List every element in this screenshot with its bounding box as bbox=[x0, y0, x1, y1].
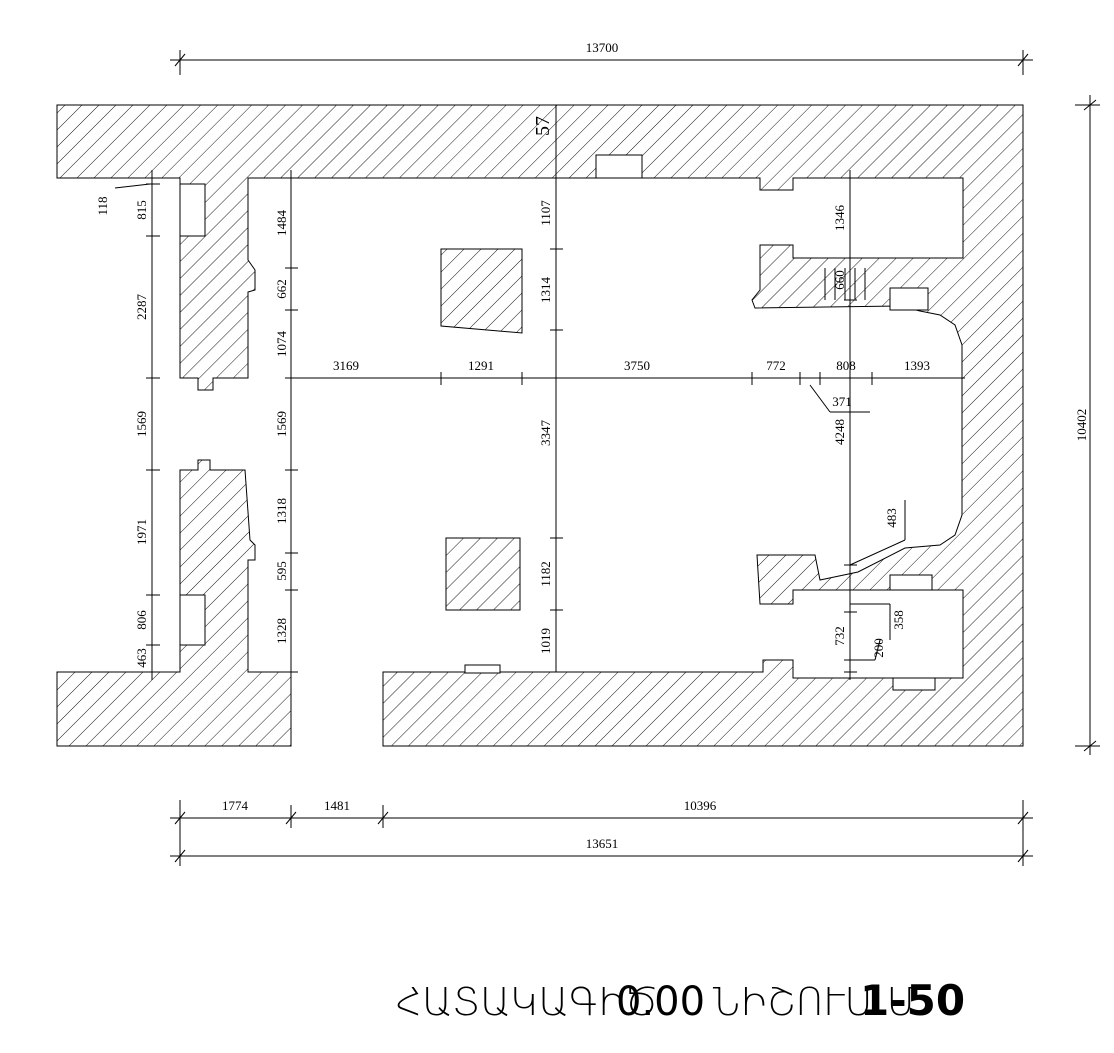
dim-inner-1074: 1074 bbox=[274, 331, 289, 358]
dim-overall-right: 10402 bbox=[1074, 409, 1089, 442]
dim-overall-top: 13700 bbox=[586, 40, 619, 55]
dim-left-815: 815 bbox=[134, 200, 149, 220]
dimension-lines bbox=[114, 50, 1100, 866]
dim-center-1019: 1019 bbox=[538, 628, 553, 654]
title-armenian: ՀԱՏԱԿԱԳԻԾ bbox=[396, 980, 657, 1024]
dim-inner-662: 662 bbox=[274, 279, 289, 299]
dim-bottom-3: 10396 bbox=[684, 798, 717, 813]
dim-right-4248: 4248 bbox=[832, 419, 847, 445]
niches bbox=[179, 154, 936, 691]
dim-callout-200: 200 bbox=[871, 638, 886, 658]
dimension-labels: 13700 57 10402 13651 1774 1481 10396 118… bbox=[95, 40, 1089, 851]
dim-inner-1484: 1484 bbox=[274, 210, 289, 237]
title-level: 0.00 bbox=[616, 979, 705, 1025]
dim-center-1107: 1107 bbox=[538, 200, 553, 226]
dim-left-118: 118 bbox=[95, 196, 110, 215]
dim-callout-371: 371 bbox=[832, 394, 852, 409]
dim-h-772: 772 bbox=[766, 358, 786, 373]
dim-inner-1569: 1569 bbox=[274, 411, 289, 437]
dim-top-small: 57 bbox=[532, 116, 554, 136]
dim-bottom-1: 1774 bbox=[222, 798, 249, 813]
dim-h-3169: 3169 bbox=[333, 358, 359, 373]
dim-right-1346: 1346 bbox=[832, 205, 847, 232]
dim-inner-1318: 1318 bbox=[274, 498, 289, 524]
column-upper bbox=[440, 248, 523, 334]
dim-h-1393: 1393 bbox=[904, 358, 930, 373]
dim-right-660: 660 bbox=[832, 270, 847, 290]
dim-left-1971: 1971 bbox=[134, 519, 149, 545]
title-mark: ՆԻՇՈՒՄ Մ bbox=[712, 980, 917, 1024]
dim-left-1569: 1569 bbox=[134, 411, 149, 437]
dim-right-732: 732 bbox=[832, 626, 847, 646]
title-scale: 1-50 bbox=[860, 976, 965, 1025]
dim-inner-595: 595 bbox=[274, 561, 289, 581]
drawing-title: ՀԱՏԱԿԱԳԻԾ 0.00 ՆԻՇՈՒՄ Մ 1-50 bbox=[396, 976, 965, 1025]
dim-h-808: 808 bbox=[836, 358, 856, 373]
dim-overall-bottom: 13651 bbox=[586, 836, 619, 851]
dim-inner-1328: 1328 bbox=[274, 618, 289, 644]
dim-center-3347: 3347 bbox=[538, 420, 553, 447]
dim-h-1291: 1291 bbox=[468, 358, 494, 373]
dim-left-2287: 2287 bbox=[134, 294, 149, 321]
column-lower bbox=[445, 537, 521, 611]
dim-left-463: 463 bbox=[134, 648, 149, 668]
interior-columns bbox=[440, 248, 523, 611]
dim-callout-358: 358 bbox=[891, 610, 906, 630]
dim-left-806: 806 bbox=[134, 610, 149, 630]
dim-callout-483: 483 bbox=[884, 508, 899, 528]
dim-h-3750: 3750 bbox=[624, 358, 650, 373]
dim-center-1182: 1182 bbox=[538, 561, 553, 587]
dim-bottom-2: 1481 bbox=[324, 798, 350, 813]
dim-center-1314: 1314 bbox=[538, 277, 553, 304]
